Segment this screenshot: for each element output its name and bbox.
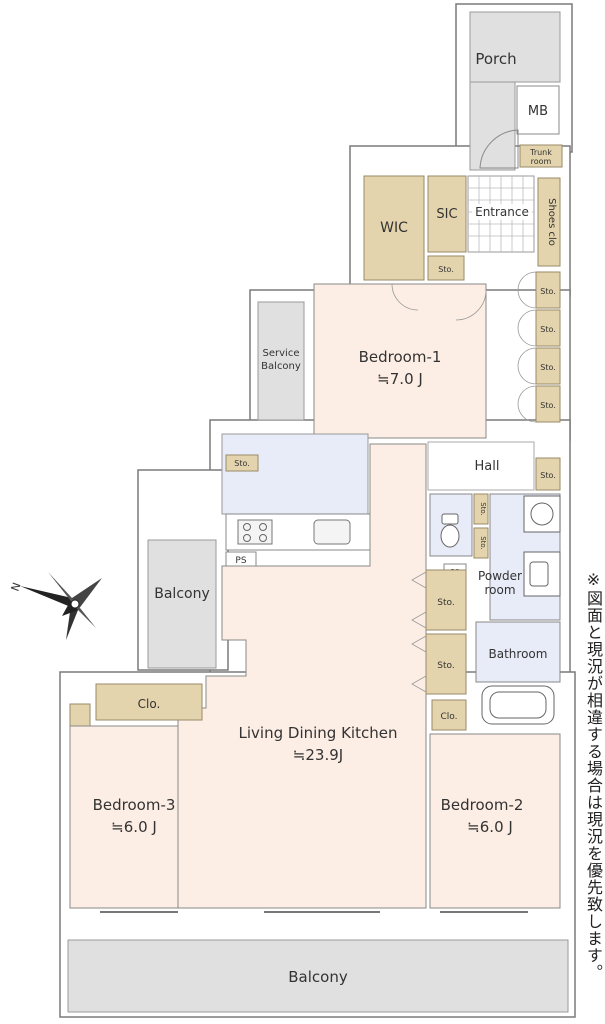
ldk-label: Living Dining Kitchen	[239, 724, 398, 742]
kitchen-ps-label: PS	[235, 556, 246, 566]
bathtub-inner	[489, 691, 547, 719]
ldk-size: ≒23.9J	[293, 746, 343, 764]
stove-icon	[237, 519, 273, 545]
closet-bedroom-2-label: Clo.	[441, 712, 458, 722]
sic-room	[427, 175, 467, 253]
bedroom-1-label: Bedroom-1	[359, 348, 442, 366]
powder-room-label-1: Powder	[478, 569, 522, 583]
washer-drum	[530, 502, 554, 526]
sink-icon	[313, 519, 351, 545]
hall	[427, 441, 535, 491]
mb-label: MB	[528, 104, 548, 119]
stove-burners	[243, 523, 267, 542]
kitchen-storage	[225, 454, 259, 472]
powder-storage-1	[473, 493, 489, 525]
toilet-icon	[440, 513, 460, 548]
bedroom-2-label: Bedroom-2	[441, 796, 524, 814]
wic-label: WIC	[380, 220, 408, 236]
porch-area	[469, 11, 561, 83]
porch-label: Porch	[475, 50, 516, 68]
storage-sic-label: Sto.	[438, 265, 454, 274]
bathtub-icon	[481, 685, 555, 725]
kitchen-storage-label: Sto.	[234, 459, 250, 468]
service-balcony-label-1: Service	[263, 348, 300, 359]
shoes-closet-label: Shoes clo	[546, 198, 557, 246]
ldk-storage-door-marks	[411, 571, 427, 693]
balcony-bottom-label: Balcony	[288, 968, 348, 986]
shoes-closet	[537, 177, 561, 267]
kitchen-area	[221, 433, 369, 515]
storage-column-labels: Sto. Sto. Sto. Sto. Sto.	[540, 287, 556, 480]
ldk-storage-label-2: Sto.	[437, 661, 454, 671]
ldk-storage-2	[425, 633, 467, 695]
entrance-door	[479, 129, 519, 169]
sic-label: SIC	[436, 207, 457, 222]
mb-box	[516, 85, 560, 135]
powder-storage-label-1: Sto.	[479, 502, 487, 516]
bedroom-3	[69, 725, 179, 909]
hall-label: Hall	[475, 459, 500, 474]
bedroom-2	[429, 733, 561, 909]
trunk-room-label-1: Trunk	[529, 148, 552, 157]
compass-rose-icon	[20, 572, 102, 640]
powder-room-label-2: room	[484, 583, 515, 597]
service-balcony	[257, 301, 305, 421]
sto-label-2: Sto.	[540, 325, 556, 334]
entrance-label: Entrance	[475, 205, 529, 219]
balcony-side	[147, 539, 217, 669]
disclaimer-note: ※図面と現況が相違する場合は現況を優先致します。	[584, 570, 603, 981]
bedroom-1-size: ≒7.0 J	[377, 370, 423, 388]
bedroom-3-label: Bedroom-3	[93, 796, 176, 814]
storage-door-arcs	[517, 271, 537, 423]
balcony-side-label: Balcony	[154, 586, 210, 602]
storage-sic	[427, 255, 465, 281]
washer-icon	[523, 495, 561, 533]
trunk-room-label-2: room	[531, 157, 552, 166]
sto-label-3: Sto.	[540, 363, 556, 372]
trunk-room	[519, 144, 563, 168]
bathroom	[475, 621, 561, 683]
compass-north-label: N	[9, 581, 24, 593]
ldk-storage-label-1: Sto.	[437, 598, 454, 608]
porch-lower	[469, 81, 516, 171]
closet-bedroom-2	[431, 699, 467, 731]
powder-storage-label-2: Sto.	[479, 536, 487, 550]
sto-label-1: Sto.	[540, 287, 556, 296]
closet-bedroom-3-label: Clo.	[138, 697, 161, 711]
sto-label-5: Sto.	[540, 471, 556, 480]
storage-column	[535, 271, 561, 491]
balcony-bottom	[67, 939, 569, 1013]
sto-label-4: Sto.	[540, 401, 556, 410]
bedroom-1-door	[391, 283, 419, 311]
closet-bedroom-3	[95, 683, 203, 721]
powder-storage-2	[473, 527, 489, 559]
bedroom-3-size: ≒6.0 J	[111, 818, 157, 836]
washbasin-bowl	[529, 561, 549, 587]
washbasin-icon	[523, 551, 561, 597]
bedroom-2-size: ≒6.0 J	[467, 818, 513, 836]
service-balcony-label-2: Balcony	[261, 361, 301, 372]
ldk-storage-1	[425, 569, 467, 631]
bedroom-1	[313, 283, 487, 439]
bathroom-label: Bathroom	[489, 647, 548, 661]
bedroom-1-door-2	[455, 289, 487, 321]
wic-room	[363, 175, 425, 281]
